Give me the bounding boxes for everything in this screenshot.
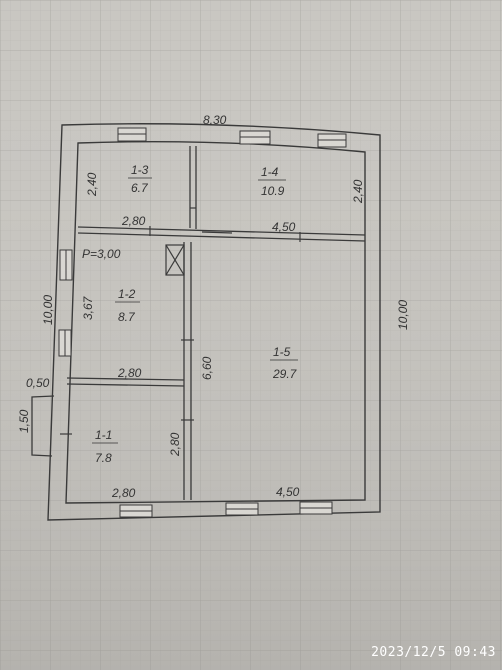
dim-bottom-left: 2,80 (111, 486, 136, 500)
room-id: 1-2 (118, 287, 136, 301)
dim-top-width: 8,30 (203, 113, 227, 127)
room-area: 7.8 (95, 451, 112, 465)
porch (31, 395, 55, 457)
dim-right-total: 10,00 (396, 300, 410, 330)
dim-mid-left: 2,80 (121, 214, 146, 228)
windows (58, 127, 347, 518)
photo-timestamp: 2023/12/5 09:43 (371, 645, 496, 660)
interior-walls (66, 146, 366, 500)
dim-porch-width: 0,50 (26, 376, 50, 390)
dim-porch-height: 1,50 (17, 409, 31, 433)
stove (165, 244, 185, 276)
dim-central-height: 6,60 (200, 356, 214, 380)
room-id: 1-5 (273, 345, 291, 359)
dim-bottom-right: 4,50 (276, 485, 300, 499)
door-marks (60, 207, 301, 435)
dim-right-top: 2,40 (351, 179, 365, 204)
dim-partition: 2,80 (117, 366, 142, 380)
room-id: 1-1 (95, 428, 112, 442)
room-area: 29.7 (272, 367, 298, 381)
dim-mid-right: 4,50 (272, 220, 296, 234)
dimension-labels: 8,30 2,40 2,40 2,80 4,50 P=3,00 10,00 10… (17, 113, 410, 500)
dim-room-11-height: 2,80 (168, 432, 182, 457)
dim-left-total: 10,00 (41, 295, 55, 325)
room-area: 8.7 (118, 310, 136, 324)
room-area: 10.9 (261, 184, 285, 198)
room-area: 6.7 (131, 181, 149, 195)
room-labels: 1-3 6.7 1-4 10.9 1-2 8.7 1-5 29.7 1-1 7.… (92, 163, 298, 465)
dim-perimeter-note: P=3,00 (82, 247, 121, 261)
room-id: 1-3 (131, 163, 149, 177)
room-id: 1-4 (261, 165, 279, 179)
dim-room-12-height: 3,67 (81, 295, 95, 320)
dim-left-top: 2,40 (85, 172, 99, 197)
